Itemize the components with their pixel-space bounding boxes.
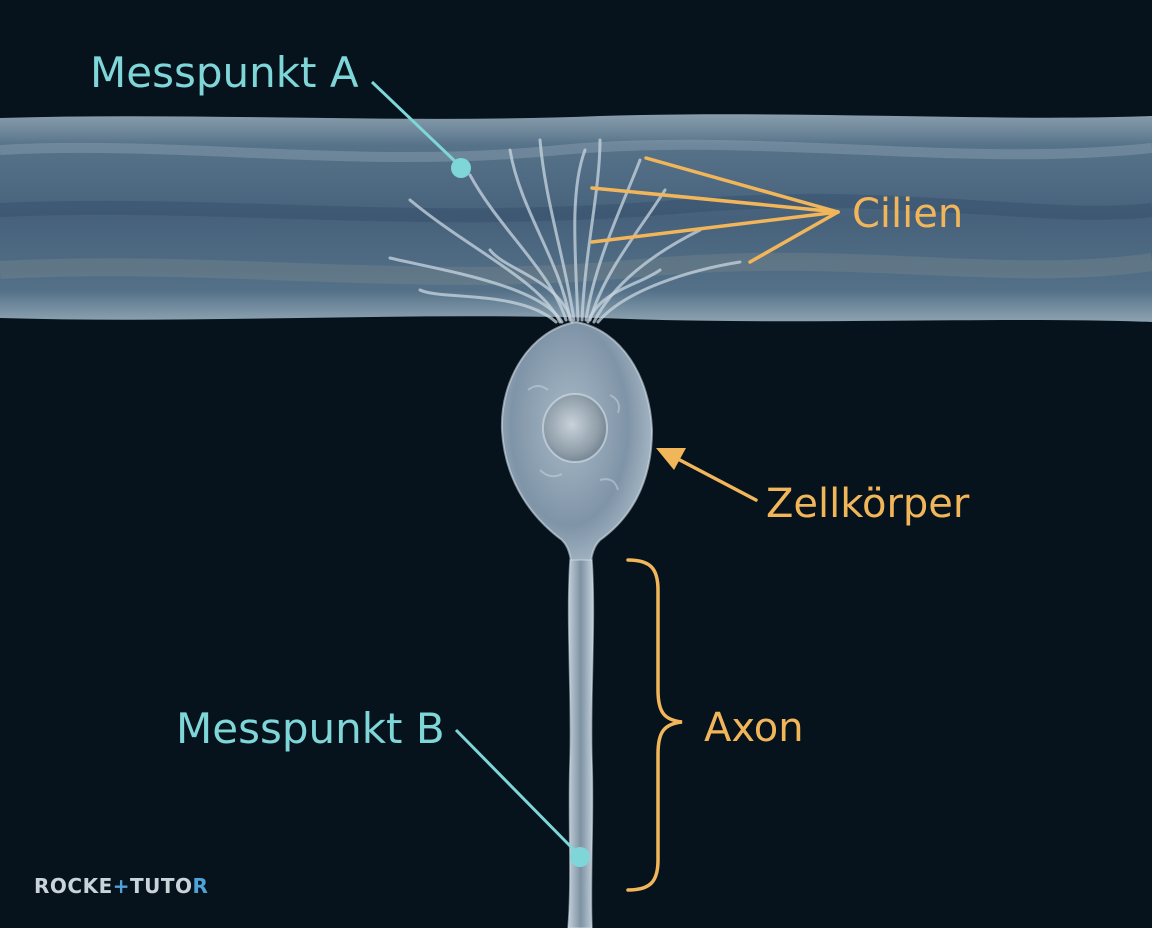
axon-fiber	[567, 559, 595, 928]
zellkoerper-arrow	[656, 448, 758, 502]
logo-text-1: ROCKE	[34, 874, 113, 898]
brand-logo: ROCKE+TUTOR	[34, 874, 208, 898]
logo-cross: +	[112, 874, 131, 898]
cell-body	[500, 320, 654, 581]
messpunkt-a-label: Messpunkt A	[90, 48, 359, 97]
nucleus	[542, 393, 608, 463]
axon-label: Axon	[704, 705, 804, 751]
messpunkt-a-pointer	[370, 80, 471, 178]
messpunkt-b-pointer	[454, 728, 590, 867]
logo-text-2: TUTO	[130, 874, 193, 898]
cilia	[388, 138, 742, 324]
messpunkt-b-label: Messpunkt B	[176, 704, 445, 753]
axon-bracket	[626, 558, 683, 892]
cilien-pointer-lines	[590, 156, 840, 264]
zellkoerper-label: Zellkörper	[766, 481, 970, 527]
logo-text-3: R	[192, 874, 209, 898]
cilien-label: Cilien	[852, 191, 964, 237]
